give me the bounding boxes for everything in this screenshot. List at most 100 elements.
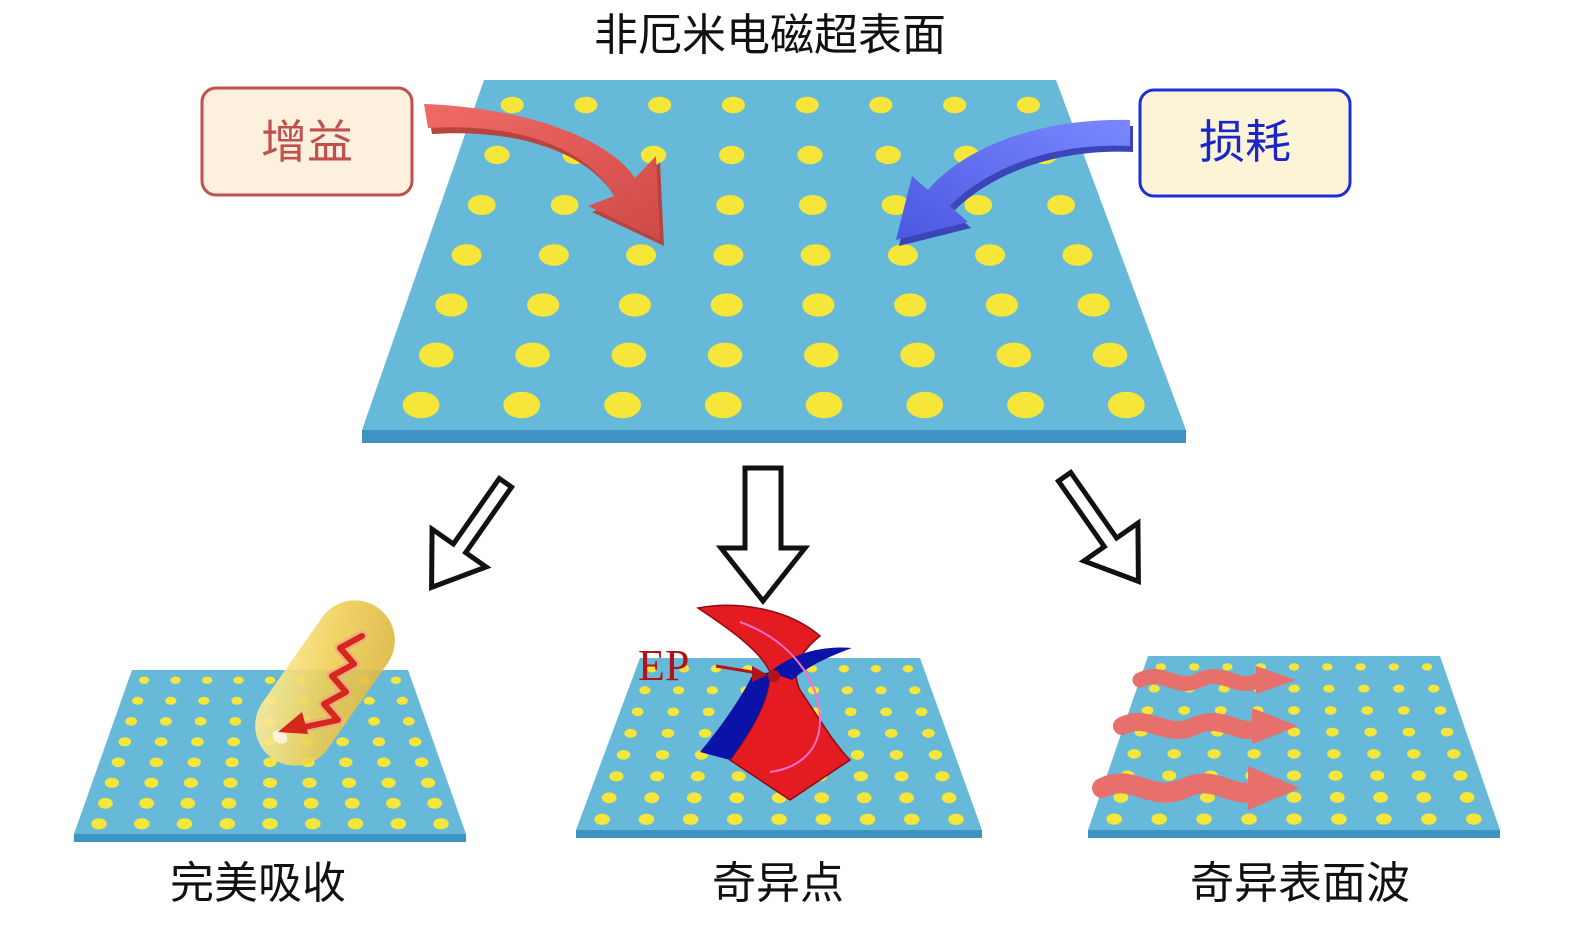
lattice-dot	[132, 696, 144, 705]
lattice-dot	[1155, 663, 1167, 671]
lattice-dot	[170, 676, 181, 684]
lattice-dot	[713, 244, 744, 266]
lattice-dot	[894, 771, 909, 782]
lattice-dot	[731, 771, 746, 782]
lattice-dot	[638, 813, 655, 825]
lattice-dot	[1189, 663, 1200, 671]
lattice-dot	[648, 96, 672, 114]
lattice-dot	[594, 813, 610, 825]
lattice-dot	[339, 757, 353, 768]
lattice-dot	[609, 771, 624, 782]
lattice-dot	[347, 818, 364, 830]
down-arrow-right-icon	[1054, 469, 1141, 585]
plate-middle-edge	[576, 830, 982, 838]
lattice-dot	[344, 797, 360, 809]
lattice-dot	[616, 750, 631, 760]
lattice-dot	[342, 777, 357, 788]
lattice-dot	[305, 818, 321, 830]
lattice-dot	[550, 195, 579, 215]
lattice-dot	[1207, 749, 1221, 759]
lattice-dot	[500, 96, 524, 114]
lattice-dot	[716, 195, 744, 215]
absorbed-wave-icon	[278, 630, 368, 734]
lattice-dot	[180, 797, 196, 809]
lattice-dot	[870, 665, 882, 673]
lattice-dot	[165, 696, 177, 705]
lattice-dot	[515, 342, 550, 368]
lattice-dot	[1178, 706, 1191, 715]
lattice-dot	[1324, 706, 1337, 715]
lattice-dot	[194, 717, 207, 726]
lattice-dot	[1367, 749, 1381, 759]
lattice-dot	[646, 665, 658, 673]
lattice-dot	[943, 96, 967, 114]
lattice-dot	[1393, 684, 1405, 693]
lattice-dot	[1361, 706, 1374, 715]
lattice-dot	[1388, 663, 1400, 671]
lattice-dot	[850, 750, 865, 760]
lattice-dot	[201, 676, 213, 684]
lattice-dot	[797, 145, 823, 165]
lattice-dot	[928, 750, 943, 760]
lattice-dot	[841, 686, 853, 695]
lattice-dot	[847, 728, 861, 738]
lattice-dot	[138, 676, 150, 684]
lattice-dot	[1402, 727, 1416, 737]
lattice-dot	[111, 757, 126, 768]
lattice-dot	[187, 757, 201, 768]
lattice-dot	[682, 813, 699, 825]
lattice-dot	[631, 707, 644, 717]
exceptional-point-panel: EP	[576, 604, 982, 838]
lattice-dot	[922, 728, 935, 738]
lattice-dot	[1148, 684, 1160, 693]
lattice-dot	[419, 342, 454, 368]
lattice-dot	[303, 797, 319, 809]
lattice-dot	[538, 244, 569, 266]
lattice-dot	[601, 792, 617, 804]
lattice-dot	[372, 737, 386, 747]
lattice-dot	[805, 391, 843, 419]
lattice-dot	[1407, 749, 1421, 759]
lattice-dot	[844, 707, 857, 717]
lattice-dot	[1358, 684, 1370, 693]
lattice-dot	[885, 728, 898, 738]
surface-wave-arrows-icon	[1092, 666, 1300, 810]
loss-label: 损耗	[1199, 115, 1291, 169]
lattice-dot	[719, 145, 745, 165]
lattice-dot	[640, 145, 667, 165]
lattice-dot	[678, 665, 690, 673]
lattice-dot	[1107, 391, 1145, 419]
lattice-dot	[1447, 749, 1461, 759]
perfect-absorption-panel	[74, 600, 466, 842]
lattice-dot	[227, 737, 240, 747]
lattice-dot	[1047, 195, 1075, 215]
lattice-dot	[698, 728, 712, 738]
lattice-dot	[1411, 770, 1426, 781]
lattice-dot	[1106, 813, 1122, 825]
lattice-dot	[729, 792, 745, 804]
lattice-dot	[690, 771, 705, 782]
lattice-dot	[1328, 770, 1343, 781]
gain-box: 增益	[200, 86, 414, 197]
loss-box: 损耗	[1138, 88, 1352, 198]
lattice-dot	[707, 342, 743, 368]
lattice-dot	[118, 737, 132, 747]
lattice-dot	[611, 342, 647, 368]
main-surface-edge	[362, 430, 1186, 443]
lattice-dot	[98, 797, 113, 809]
lattice-dot	[985, 293, 1019, 317]
lattice-dot	[1428, 684, 1440, 693]
lattice-dot	[859, 813, 876, 825]
lattice-dot	[604, 391, 641, 419]
lattice-dot	[667, 707, 680, 717]
lattice-dot	[503, 391, 541, 419]
lattice-dot	[900, 342, 935, 368]
lattice-dot	[1167, 749, 1181, 759]
lattice-dot	[941, 792, 957, 804]
lattice-dot	[869, 96, 893, 114]
lattice-dot	[1376, 813, 1392, 825]
lattice-dot	[1331, 813, 1347, 825]
lattice-dot	[1062, 244, 1093, 266]
main-surface-dots	[402, 96, 1145, 419]
lattice-dot	[233, 676, 244, 684]
